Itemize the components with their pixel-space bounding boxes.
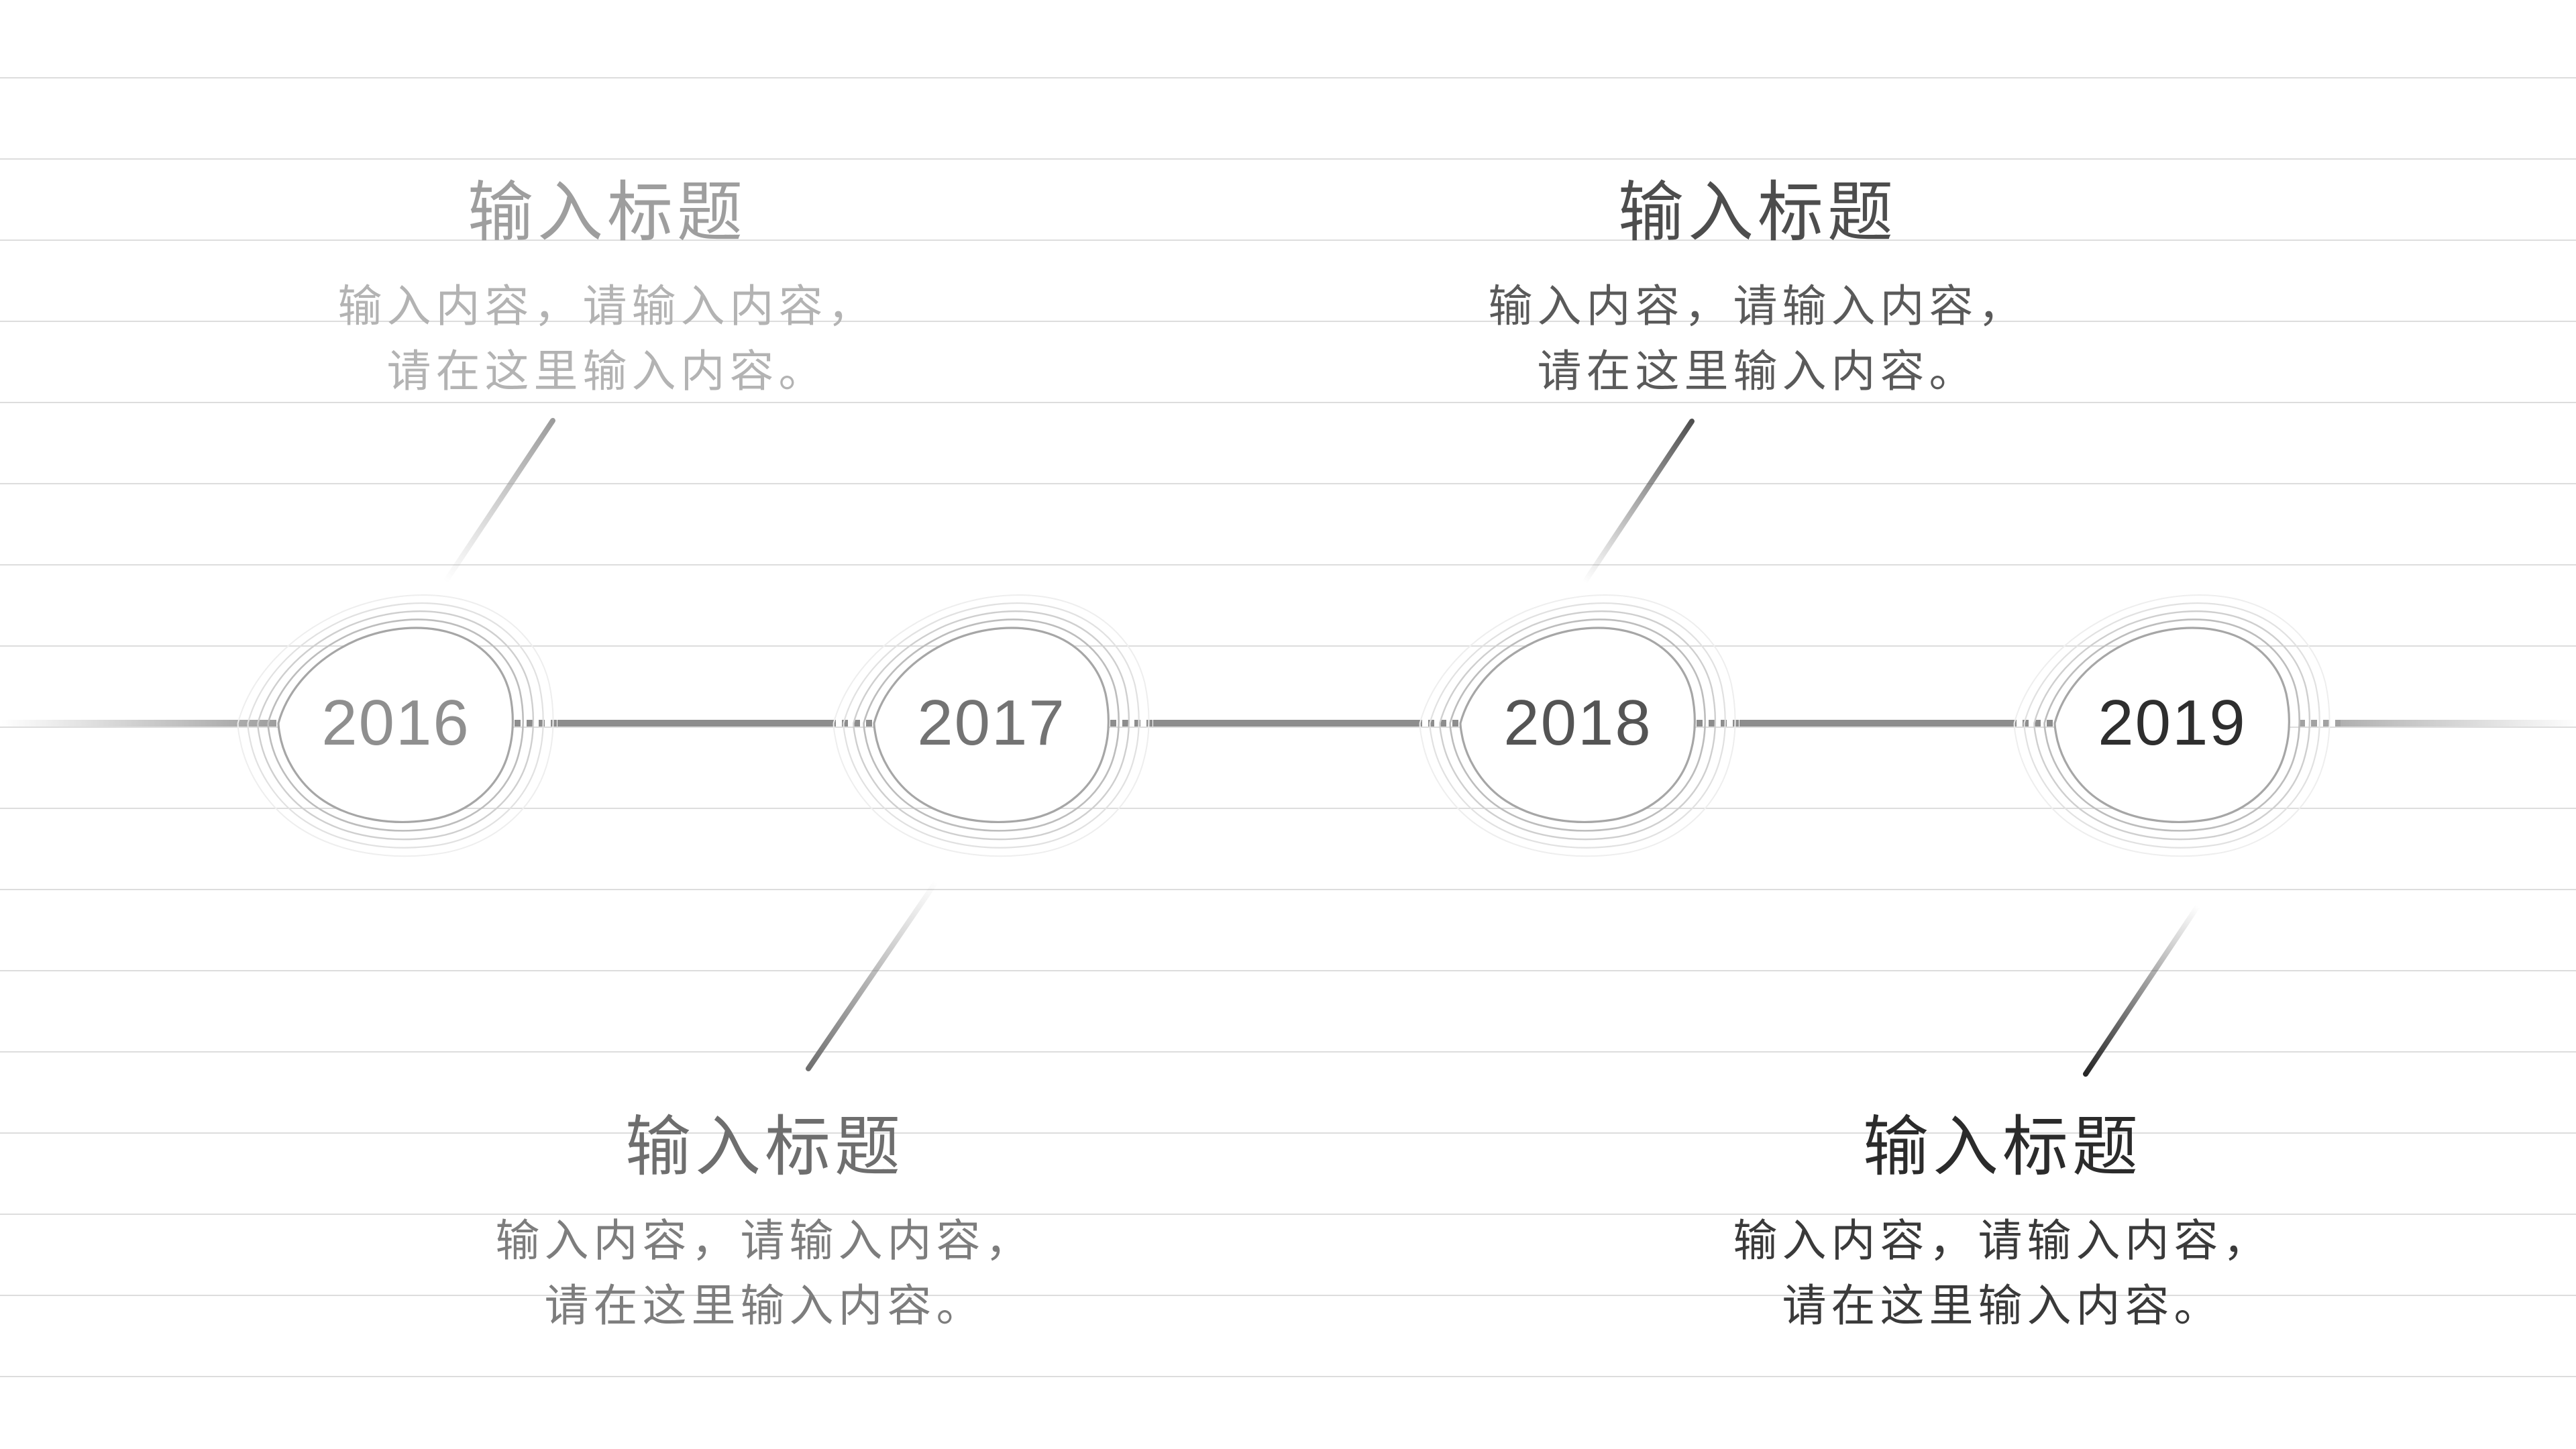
block-body[interactable]: 输入内容，请输入内容， 请在这里输入内容。	[295, 1208, 1234, 1338]
block-title[interactable]: 输入标题	[625, 1110, 904, 1183]
ruled-background-line	[0, 402, 2576, 403]
ruled-background-line	[0, 970, 2576, 971]
ruled-background-line	[0, 645, 2576, 647]
ruled-background-line	[0, 77, 2576, 78]
block-body-line2: 请在这里输入内容。	[386, 346, 828, 396]
ruled-background-line	[0, 1295, 2576, 1296]
timeline-node-year-2016[interactable]: 2016	[321, 687, 470, 759]
block-title[interactable]: 输入标题	[1862, 1110, 2142, 1183]
ruled-background-line	[0, 483, 2576, 484]
block-body[interactable]: 输入内容，请输入内容， 请在这里输入内容。	[1288, 274, 2227, 404]
timeline-node-year-2017[interactable]: 2017	[917, 687, 1066, 759]
timeline-node-year-2018[interactable]: 2018	[1503, 687, 1652, 759]
block-body-line2: 请在这里输入内容。	[1537, 346, 1978, 396]
text-block-2016: 输入标题 输入内容，请输入内容， 请在这里输入内容。	[138, 176, 1077, 404]
block-body-line1: 输入内容，请输入内容，	[495, 1216, 1034, 1265]
block-title[interactable]: 输入标题	[1617, 175, 1897, 249]
block-body-line1: 输入内容，请输入内容，	[1488, 281, 2027, 331]
text-block-2017: 输入标题 输入内容，请输入内容， 请在这里输入内容。	[295, 1110, 1234, 1338]
block-body-line1: 输入内容，请输入内容，	[1733, 1216, 2272, 1265]
block-body-line1: 输入内容，请输入内容，	[337, 281, 877, 331]
timeline-node-year-2019[interactable]: 2019	[2098, 687, 2247, 759]
text-block-2018: 输入标题 输入内容，请输入内容， 请在这里输入内容。	[1288, 176, 2227, 404]
block-body-line2: 请在这里输入内容。	[1782, 1281, 2223, 1330]
ruled-background-line	[0, 889, 2576, 890]
ruled-background-line	[0, 727, 2576, 728]
block-body-line2: 请在这里输入内容。	[544, 1281, 985, 1330]
block-body[interactable]: 输入内容，请输入内容， 请在这里输入内容。	[138, 274, 1077, 404]
ruled-background-line	[0, 239, 2576, 241]
ruled-background-line	[0, 321, 2576, 322]
block-title[interactable]: 输入标题	[467, 175, 747, 249]
text-block-2019: 输入标题 输入内容，请输入内容， 请在这里输入内容。	[1533, 1110, 2472, 1338]
ruled-background-line	[0, 564, 2576, 566]
ruled-background-line	[0, 1214, 2576, 1215]
ruled-background-line	[0, 158, 2576, 160]
block-body[interactable]: 输入内容，请输入内容， 请在这里输入内容。	[1533, 1208, 2472, 1338]
ruled-background-line	[0, 808, 2576, 809]
ruled-background-line	[0, 1376, 2576, 1377]
ruled-background-line	[0, 1132, 2576, 1134]
ruled-background-line	[0, 1051, 2576, 1053]
